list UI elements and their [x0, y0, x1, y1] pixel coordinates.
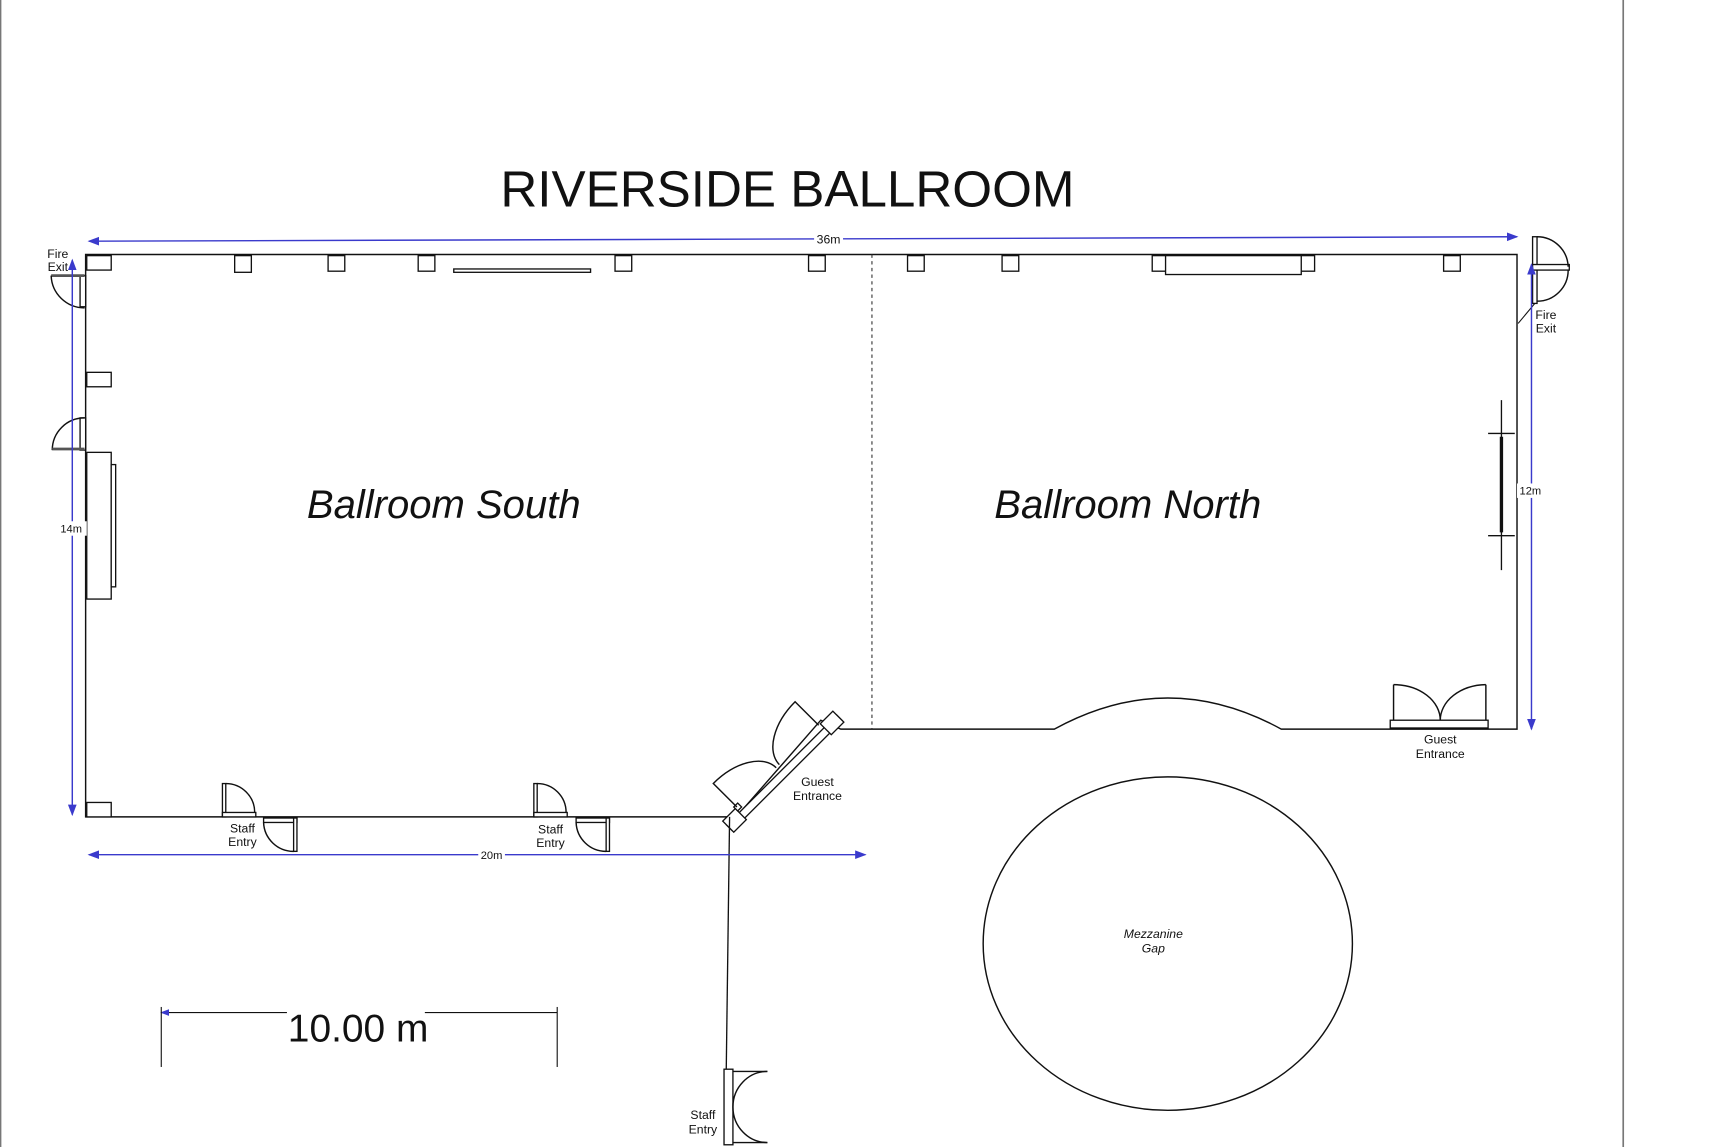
ballroom-outline	[84, 253, 1518, 818]
scale-bar-label: 10.00 m	[288, 1007, 429, 1050]
fire-exit-door-west	[50, 274, 87, 309]
plan-title: RIVERSIDE BALLROOM	[500, 161, 1074, 218]
guest-entrance-door-1	[712, 700, 845, 834]
guest-entrance-label: Entrance	[793, 789, 842, 803]
door-west	[51, 417, 87, 451]
fire-exit-label: Fire	[1535, 308, 1556, 322]
guest-entrance-label: Entrance	[1416, 747, 1465, 761]
fire-exit-label: Fire	[47, 247, 68, 261]
room-label-north: Ballroom North	[994, 483, 1261, 527]
mezzanine-gap	[982, 776, 1354, 1112]
columns	[86, 254, 1461, 818]
dimension-top-label: 36m	[817, 232, 841, 246]
scale-bar	[160, 1000, 558, 1067]
staff-entry-door-3	[723, 1068, 768, 1146]
dimension-bottom-label: 20m	[481, 850, 503, 862]
page-border	[0, 0, 1625, 1147]
guest-entrance-label: Guest	[1424, 733, 1457, 747]
dimension-right-label: 12m	[1520, 486, 1542, 498]
dimension-top	[87, 232, 1519, 246]
staff-entry-label: Staff	[690, 1108, 716, 1122]
window-north	[1151, 254, 1316, 276]
staff-entry-label: Entry	[689, 1123, 718, 1137]
staff-entry-label: Entry	[228, 835, 257, 849]
mezzanine-label: Gap	[1142, 942, 1165, 956]
dimension-left-label: 14m	[60, 523, 82, 535]
stage-west	[86, 451, 117, 600]
staff-entry-label: Staff	[230, 821, 256, 835]
screen-east	[1488, 400, 1515, 571]
staff-entry-label: Entry	[536, 836, 565, 850]
staff-entry-label: Staff	[538, 823, 564, 837]
window-south	[453, 268, 592, 273]
fire-exit-label: Exit	[48, 260, 69, 274]
fire-exit-label: Exit	[1536, 321, 1557, 335]
guest-entrance-door-2	[1389, 683, 1489, 729]
guest-entrance-label: Guest	[801, 775, 834, 789]
room-label-south: Ballroom South	[307, 483, 581, 527]
mezzanine-label: Mezzanine	[1124, 927, 1183, 941]
